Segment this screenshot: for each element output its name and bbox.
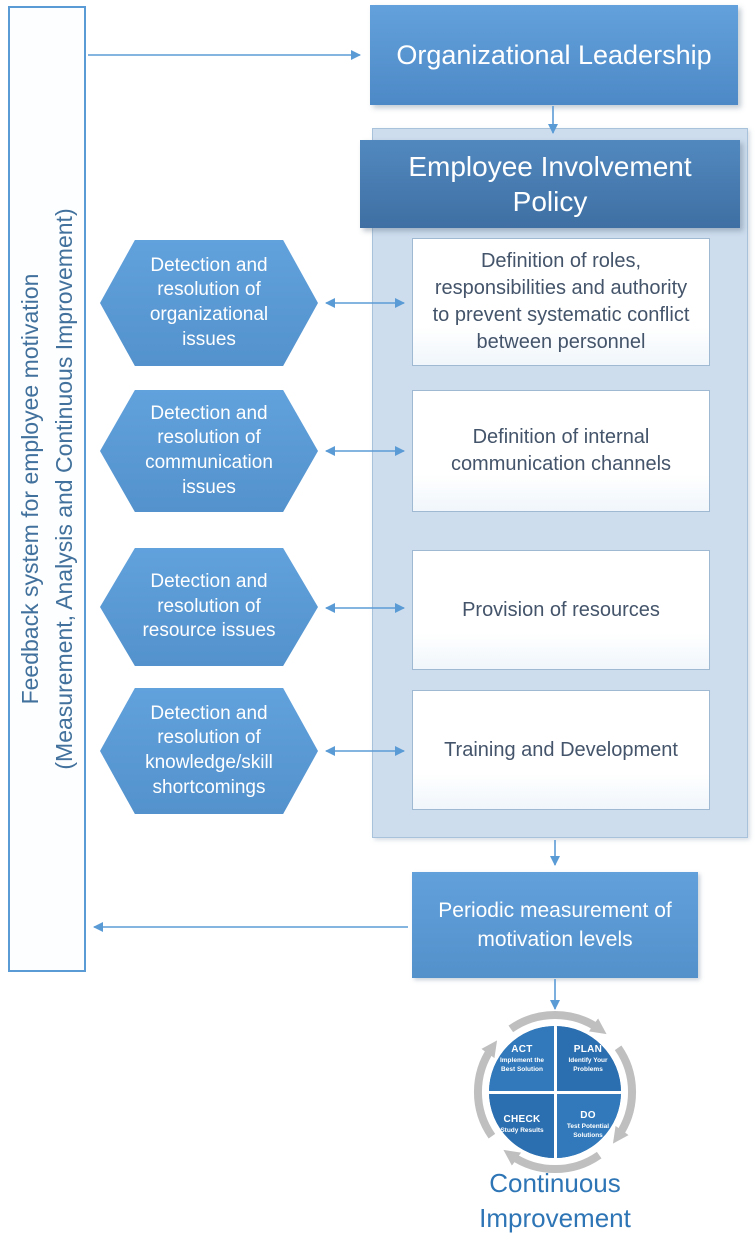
- policy-item-communication-label: Definition of internal communication cha…: [450, 426, 672, 475]
- hexagon-communication-issues-label: Detection and resolution of communicatio…: [145, 402, 273, 498]
- policy-item-resources-box: Provision of resources: [412, 550, 710, 670]
- policy-item-resources-label: Provision of resources: [462, 598, 660, 621]
- hexagon-knowledge-skill-shortcomings: Detection and resolution of knowledge/sk…: [100, 688, 318, 814]
- employee-involvement-policy-label: Employee Involvement Policy: [408, 151, 692, 217]
- policy-item-training-box: Training and Development: [412, 690, 710, 810]
- feedback-system-label-line2: (Measurement, Analysis and Continuous Im…: [51, 208, 77, 770]
- continuous-improvement-label: Continuous Improvement: [479, 1168, 631, 1234]
- pdca-plan-title: PLAN: [573, 1044, 603, 1056]
- feedback-system-label: Feedback system for employee motivation …: [10, 9, 84, 969]
- pdca-act-title: ACT: [511, 1044, 533, 1056]
- periodic-measurement-label: Periodic measurement of motivation level…: [438, 898, 672, 951]
- pdca-plan-subtitle: Identify Your Problems: [568, 1057, 608, 1073]
- pdca-wheel: ACT Implement the Best Solution PLAN Ide…: [489, 1026, 621, 1158]
- hexagon-knowledge-skill-shortcomings-label: Detection and resolution of knowledge/sk…: [145, 702, 273, 798]
- hexagon-resource-issues: Detection and resolution of resource iss…: [100, 548, 318, 666]
- hexagon-organizational-issues: Detection and resolution of organization…: [100, 240, 318, 366]
- pdca-quadrant-check: CHECK Study Results: [489, 1092, 555, 1158]
- pdca-do-title: DO: [580, 1110, 596, 1122]
- policy-item-roles-label: Definition of roles, responsibilities an…: [432, 250, 690, 353]
- feedback-system-label-line1: Feedback system for employee motivation: [16, 273, 43, 705]
- pdca-quadrant-do: DO Test Potential Solutions: [555, 1092, 621, 1158]
- hexagon-organizational-issues-label: Detection and resolution of organization…: [149, 254, 269, 350]
- policy-item-training-label: Training and Development: [444, 738, 678, 761]
- feedback-system-bar: Feedback system for employee motivation …: [8, 6, 86, 972]
- pdca-divider-vertical: [553, 1026, 557, 1158]
- hexagon-resource-issues-label: Detection and resolution of resource iss…: [142, 570, 276, 642]
- pdca-quadrant-plan: PLAN Identify Your Problems: [555, 1026, 621, 1092]
- organizational-leadership-label: Organizational Leadership: [396, 39, 712, 70]
- pdca-do-subtitle: Test Potential Solutions: [566, 1123, 610, 1139]
- pdca-quadrant-act: ACT Implement the Best Solution: [489, 1026, 555, 1092]
- hexagon-communication-issues: Detection and resolution of communicatio…: [100, 390, 318, 512]
- organizational-leadership-box: Organizational Leadership: [370, 5, 738, 105]
- policy-item-roles-box: Definition of roles, responsibilities an…: [412, 238, 710, 366]
- employee-involvement-policy-header: Employee Involvement Policy: [360, 140, 740, 228]
- pdca-check-title: CHECK: [503, 1114, 541, 1126]
- policy-item-communication-box: Definition of internal communication cha…: [412, 390, 710, 512]
- pdca-act-subtitle: Implement the Best Solution: [499, 1057, 545, 1073]
- periodic-measurement-box: Periodic measurement of motivation level…: [412, 872, 698, 978]
- pdca-check-subtitle: Study Results: [500, 1127, 544, 1135]
